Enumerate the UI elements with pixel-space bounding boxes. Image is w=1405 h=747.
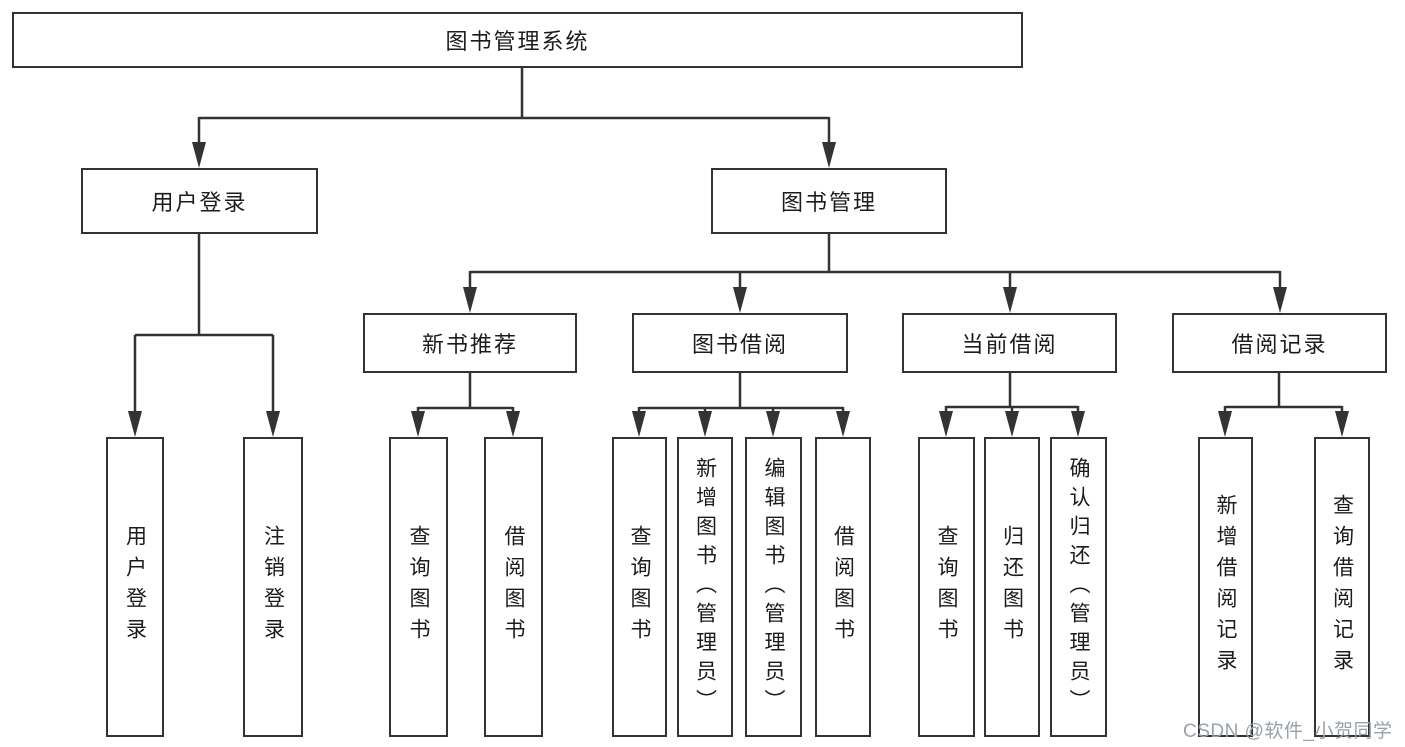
node-book-borrowing: 图书借阅 <box>632 313 848 373</box>
node-borrowing-records: 借阅记录 <box>1172 313 1387 373</box>
leaf-current-query-book: 查询图书 <box>918 437 975 737</box>
leaf-borrowing-borrow-book: 借阅图书 <box>815 437 871 737</box>
node-current-borrowing: 当前借阅 <box>902 313 1117 373</box>
leaf-records-add-record: 新增借阅记录 <box>1198 437 1253 737</box>
leaf-current-confirm-return-admin: 确认归还（管理员） <box>1050 437 1107 737</box>
node-user-login: 用户登录 <box>81 168 318 234</box>
leaf-current-return-book: 归还图书 <box>984 437 1040 737</box>
node-library-management-system: 图书管理系统 <box>12 12 1023 68</box>
leaf-borrowing-query-book: 查询图书 <box>612 437 667 737</box>
leaf-borrowing-edit-book-admin: 编辑图书（管理员） <box>745 437 802 737</box>
leaf-records-query-record: 查询借阅记录 <box>1314 437 1370 737</box>
leaf-recommend-borrow-book: 借阅图书 <box>484 437 543 737</box>
node-book-management: 图书管理 <box>711 168 947 234</box>
leaf-recommend-query-book: 查询图书 <box>389 437 448 737</box>
csdn-watermark: CSDN @软件_小贺同学 <box>1183 721 1393 742</box>
leaf-logout: 注销登录 <box>243 437 303 737</box>
leaf-user-login: 用户登录 <box>106 437 164 737</box>
leaf-borrowing-add-book-admin: 新增图书（管理员） <box>677 437 733 737</box>
node-new-book-recommendation: 新书推荐 <box>363 313 577 373</box>
